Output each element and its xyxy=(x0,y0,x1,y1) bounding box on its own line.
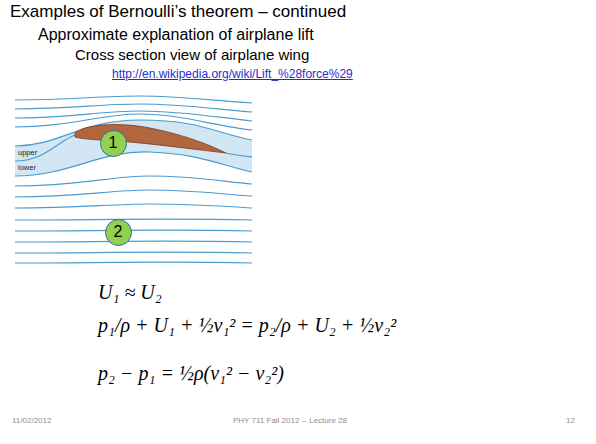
callout-circle: 2 xyxy=(105,219,132,246)
streamtube-label: upper xyxy=(18,149,37,158)
equation: p₁/ρ + U₁ + ½v₁² = p₂/ρ + U₂ + ½v₂² xyxy=(98,314,396,337)
footer-date: 11/02/2012 xyxy=(12,416,51,425)
streamtube-label: lower xyxy=(18,164,36,173)
callout-number: 2 xyxy=(114,224,123,240)
page-number: 12 xyxy=(566,416,575,425)
wing-airfoil xyxy=(75,125,226,153)
equation: U₁ ≈ U₂ xyxy=(98,281,162,304)
equation: p₂ − p₁ = ½ρ(v₁² − v₂²) xyxy=(98,362,284,385)
footer-course: PHY 711 Fall 2012 -- Lecture 28 xyxy=(233,416,347,425)
streamlines xyxy=(15,96,252,263)
streamtube-band xyxy=(15,120,252,176)
subheading: Cross section view of airplane wing xyxy=(75,46,309,63)
reference-link: http://en.wikipedia.org/wiki/Lift_%28for… xyxy=(112,68,353,82)
slide-title: Examples of Bernoulli’s theorem – contin… xyxy=(10,2,346,22)
callout-number: 1 xyxy=(109,135,118,151)
callout-circle: 1 xyxy=(100,130,127,157)
subheading: Approximate explanation of airplane lift xyxy=(38,26,314,44)
